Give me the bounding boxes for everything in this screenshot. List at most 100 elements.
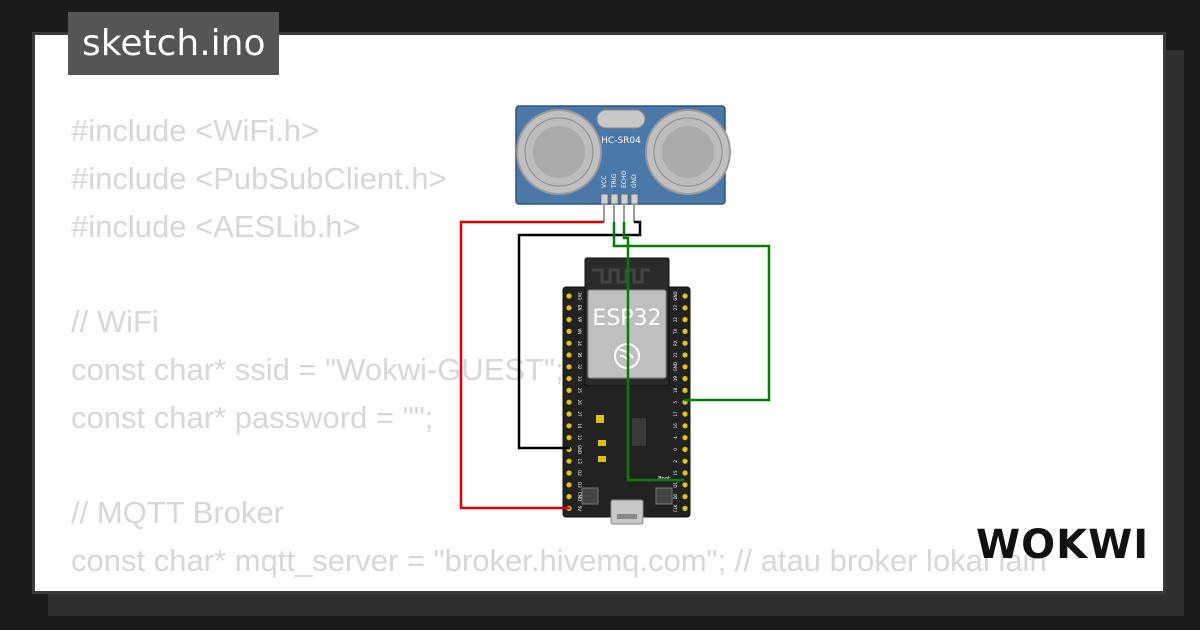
pin-label-vcc: VCC xyxy=(601,176,608,188)
sensor-pin xyxy=(630,193,639,205)
esp32-pin-label: CMD xyxy=(577,492,582,501)
hc-sr04-sensor[interactable]: HC-SR04 VCC TRIG ECHO GND xyxy=(515,105,731,222)
esp32-pin-label: 0 xyxy=(673,448,678,451)
code-line: #include <WiFi.h> xyxy=(71,113,320,148)
esp32-pin[interactable] xyxy=(566,470,572,476)
esp32-pin[interactable] xyxy=(566,423,572,429)
esp32-pin[interactable] xyxy=(566,328,572,334)
transducer-right-icon xyxy=(645,109,731,195)
esp32-pin[interactable] xyxy=(682,446,688,452)
esp32-pin[interactable] xyxy=(682,435,688,441)
esp32-pin[interactable] xyxy=(682,328,688,334)
file-title: sketch.ino xyxy=(68,12,280,75)
pin-label-gnd: GND xyxy=(631,174,638,188)
sensor-pin xyxy=(610,193,619,205)
esp32-pin[interactable] xyxy=(682,352,688,358)
esp32-pin[interactable] xyxy=(682,317,688,323)
esp32-pin[interactable] xyxy=(682,376,688,382)
esp32-pin-label: 5 xyxy=(673,400,678,403)
esp32-pin-label: CLK xyxy=(673,504,678,512)
en-button[interactable] xyxy=(581,487,599,505)
esp32-board[interactable]: ESP32 Boot 3V3ENVPVN343532332526271412GN… xyxy=(562,257,691,525)
esp32-pin-label: 12 xyxy=(577,435,582,441)
esp32-pin-label: VN xyxy=(577,329,582,335)
esp32-pin[interactable] xyxy=(566,411,572,417)
esp32-pin-label: 17 xyxy=(673,411,678,417)
antenna-icon xyxy=(592,268,650,284)
transducer-left-icon xyxy=(516,109,602,195)
code-line: const char* mqtt_server = "broker.hivemq… xyxy=(71,543,1047,579)
esp32-pin-label: 32 xyxy=(577,364,582,370)
esp32-pin[interactable] xyxy=(682,505,688,511)
echo-wire[interactable] xyxy=(622,222,684,482)
esp32-pin-label: D3 xyxy=(577,482,582,488)
esp32-pin[interactable] xyxy=(566,340,572,346)
esp32-pin[interactable] xyxy=(682,494,688,500)
esp32-pin[interactable] xyxy=(682,470,688,476)
code-background: #include <WiFi.h> #include <PubSubClient.… xyxy=(71,107,1047,592)
wokwi-wordmark: WOKWI xyxy=(976,522,1149,568)
esp32-pin-label: RX xyxy=(673,340,678,346)
esp32-pin[interactable] xyxy=(566,352,572,358)
esp32-pin-label: 18 xyxy=(673,387,678,393)
esp32-pin[interactable] xyxy=(566,458,572,464)
usb-slot xyxy=(617,514,637,519)
esp32-pin[interactable] xyxy=(566,317,572,323)
esp32-pin-label: 15 xyxy=(673,470,678,476)
code-line: const int mqtt_port = 1883; xyxy=(71,585,1047,592)
esp32-pin-label: TX xyxy=(673,329,678,335)
crystal-icon xyxy=(596,109,646,129)
esp32-pin-label: 21 xyxy=(673,352,678,358)
esp32-pin-label: D2 xyxy=(577,470,582,476)
esp32-pin[interactable] xyxy=(566,387,572,393)
esp32-pin[interactable] xyxy=(682,423,688,429)
esp32-pin[interactable] xyxy=(566,364,572,370)
esp32-pin-label: 33 xyxy=(577,376,582,382)
sensor-name: HC-SR04 xyxy=(601,136,641,146)
esp32-pin-label: GND xyxy=(673,362,678,371)
esp32-pin[interactable] xyxy=(682,458,688,464)
esp32-pin[interactable] xyxy=(566,494,572,500)
esp32-pin-label: EN xyxy=(577,305,582,311)
esp32-pin-label: 34 xyxy=(577,341,582,347)
esp32-pin[interactable] xyxy=(682,411,688,417)
esp32-pin-label: GND xyxy=(577,445,582,454)
esp32-pin-label: 5V xyxy=(577,506,582,512)
esp32-pin[interactable] xyxy=(566,482,572,488)
gnd-wire[interactable] xyxy=(517,220,642,450)
esp32-pin[interactable] xyxy=(566,376,572,382)
esp32-pin[interactable] xyxy=(566,399,572,405)
esp32-pin[interactable] xyxy=(682,364,688,370)
esp32-pin[interactable] xyxy=(682,293,688,299)
esp32-pin-label: 16 xyxy=(673,423,678,429)
esp32-pin-label: GND xyxy=(673,291,678,300)
pin-label-trig: TRIG xyxy=(611,173,618,189)
esp32-pin[interactable] xyxy=(682,482,688,488)
code-line: #include <PubSubClient.h> xyxy=(71,160,447,196)
esp32-pin-label: 2 xyxy=(673,459,678,462)
pin-label-echo: ECHO xyxy=(621,171,628,188)
esp32-pin[interactable] xyxy=(566,293,572,299)
esp32-pin[interactable] xyxy=(682,340,688,346)
esp32-pin-label: 35 xyxy=(577,352,582,358)
esp32-pin[interactable] xyxy=(682,387,688,393)
code-line: const char* password = ""; xyxy=(71,399,434,435)
esp32-pin[interactable] xyxy=(566,435,572,441)
trig-wire[interactable] xyxy=(612,222,771,402)
esp32-pin-label: 13 xyxy=(577,459,582,465)
sensor-pin xyxy=(620,193,629,205)
esp32-pin-label: 4 xyxy=(673,436,678,439)
code-line: // WiFi xyxy=(71,304,159,340)
smd-component xyxy=(598,456,606,462)
left-pin-header: 3V3ENVPVN343532332526271412GND13D2D3CMD5… xyxy=(566,292,582,511)
smd-component xyxy=(596,415,604,423)
vcc-wire[interactable] xyxy=(459,220,604,510)
usb-port-icon xyxy=(610,499,644,525)
esp32-pin[interactable] xyxy=(566,305,572,311)
esp32-pin[interactable] xyxy=(682,305,688,311)
boot-button[interactable] xyxy=(655,487,673,505)
esp32-pin-label: VP xyxy=(577,317,582,323)
esp32-pin-label: 23 xyxy=(673,305,678,311)
